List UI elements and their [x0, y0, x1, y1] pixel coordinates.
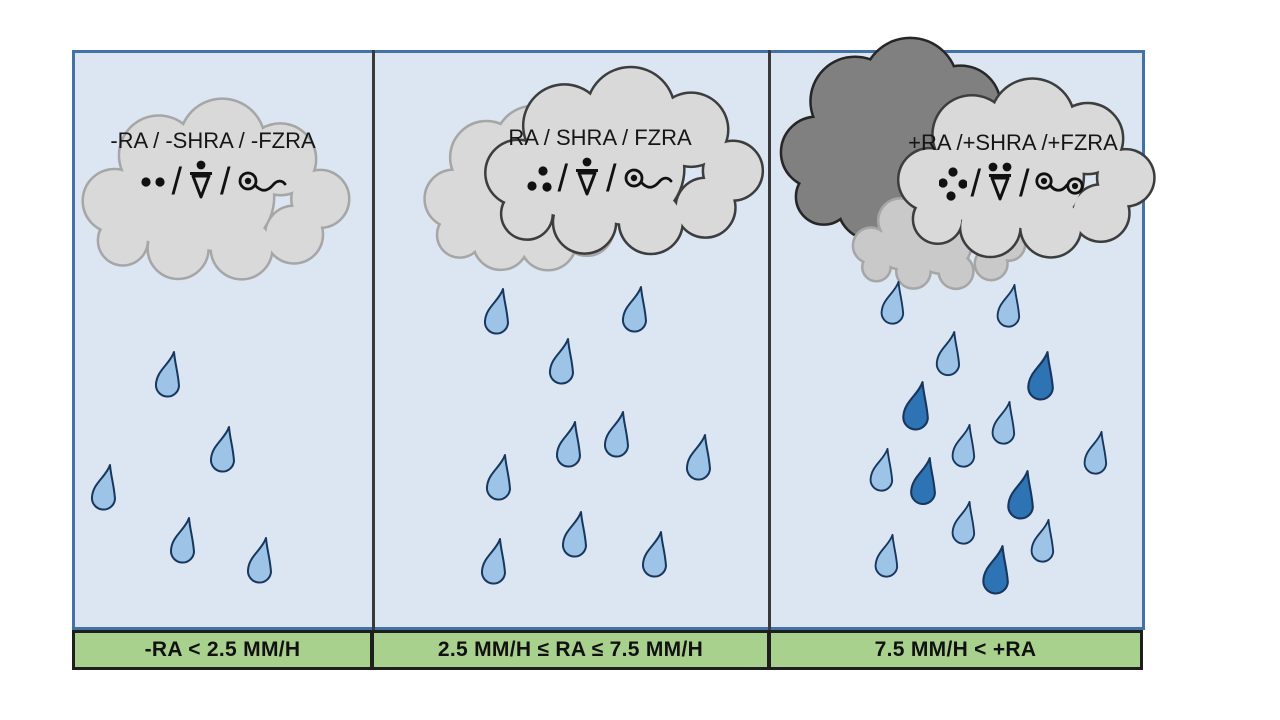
raindrop: [1030, 518, 1055, 563]
panel-moderate-rain-cloud-text: RA / SHRA / FZRA / /: [470, 125, 730, 204]
light-freezing-rain-icon: [234, 166, 288, 198]
panel-divider: [768, 50, 771, 630]
symbol-separator: /: [1019, 163, 1030, 205]
moderate-rain-symbols: / /: [470, 154, 730, 204]
raindrop: [935, 330, 961, 377]
raindrop: [1027, 351, 1054, 401]
light-shower-icon: [185, 159, 217, 205]
heavy-rain-codes-label: +RA /+SHRA /+FZRA: [908, 130, 1118, 155]
symbol-separator: /: [970, 163, 981, 205]
raindrop: [874, 533, 899, 578]
moderate-rain-dots-icon: [526, 164, 554, 194]
raindrop: [555, 421, 581, 468]
raindrop: [209, 426, 235, 473]
intensity-label-moderate: 2.5 MM/H ≤ RA ≤ 7.5 MM/H: [371, 630, 770, 670]
heavy-rain-dots-icon: [939, 167, 968, 201]
raindrop: [485, 454, 511, 501]
raindrop: [910, 457, 936, 505]
moderate-shower-icon: [571, 156, 603, 202]
raindrop: [902, 381, 929, 431]
raindrop: [996, 283, 1021, 328]
panel-heavy-rain-cloud-text: +RA /+SHRA /+FZRA / /: [882, 130, 1144, 209]
symbol-separator: /: [220, 161, 231, 203]
heavy-freezing-rain-icon: [1033, 168, 1087, 200]
symbol-separator: /: [606, 158, 617, 200]
raindrop: [246, 537, 272, 584]
heavy-rain-symbols: / /: [882, 159, 1144, 209]
raindrop: [685, 434, 711, 481]
symbol-separator: /: [171, 161, 182, 203]
cloud: [81, 97, 351, 281]
raindrop: [169, 517, 195, 564]
light-rain-dots-icon: [138, 175, 168, 189]
raindrop: [603, 411, 629, 458]
raindrop: [480, 538, 506, 585]
raindrop: [880, 280, 905, 325]
raindrop: [951, 500, 976, 545]
raindrop: [548, 338, 574, 385]
intensity-label-light: -RA < 2.5 MM/H: [72, 630, 373, 670]
raindrop: [154, 351, 180, 398]
raindrop: [951, 423, 976, 468]
heavy-shower-icon: [984, 161, 1016, 207]
moderate-freezing-rain-icon: [620, 163, 674, 195]
raindrop: [90, 464, 116, 511]
cloud: [896, 77, 1156, 259]
panel-divider: [372, 50, 375, 630]
raindrop: [991, 400, 1016, 445]
panel-light-rain-cloud-text: -RA / -SHRA / -FZRA / /: [85, 128, 341, 207]
raindrop: [869, 447, 894, 492]
light-rain-symbols: / /: [85, 157, 341, 207]
raindrop: [483, 288, 509, 335]
raindrop: [982, 545, 1009, 595]
moderate-rain-codes-label: RA / SHRA / FZRA: [508, 125, 692, 150]
intensity-label-heavy: 7.5 MM/H < +RA: [768, 630, 1143, 670]
symbol-separator: /: [557, 158, 568, 200]
raindrop: [1007, 470, 1034, 520]
light-rain-codes-label: -RA / -SHRA / -FZRA: [110, 128, 316, 153]
raindrop: [621, 286, 647, 333]
raindrop: [1083, 430, 1108, 475]
raindrop: [641, 531, 667, 578]
raindrop: [561, 511, 587, 558]
